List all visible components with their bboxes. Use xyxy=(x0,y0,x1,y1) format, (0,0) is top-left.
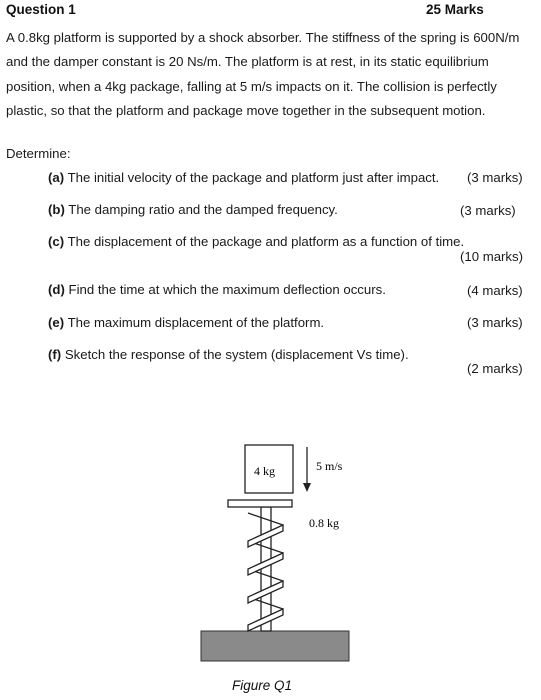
part-e-letter: (e) xyxy=(48,315,65,330)
part-b-letter: (b) xyxy=(48,202,65,217)
part-f-marks: (2 marks) xyxy=(467,361,523,376)
part-d-letter: (d) xyxy=(48,282,65,297)
part-c: (c) The displacement of the package and … xyxy=(48,234,464,249)
package-mass-label: 4 kg xyxy=(254,464,275,478)
part-e: (e) The maximum displacement of the plat… xyxy=(48,315,324,330)
platform xyxy=(227,499,293,508)
part-d: (d) Find the time at which the maximum d… xyxy=(48,282,386,297)
part-c-letter: (c) xyxy=(48,234,65,249)
part-a-letter: (a) xyxy=(48,170,65,185)
part-f: (f) Sketch the response of the system (d… xyxy=(48,347,409,362)
problem-statement: A 0.8kg platform is supported by a shock… xyxy=(6,30,520,118)
part-e-marks: (3 marks) xyxy=(467,315,523,330)
part-b: (b) The damping ratio and the damped fre… xyxy=(48,202,338,217)
part-a-text: The initial velocity of the package and … xyxy=(67,170,440,185)
determine-label: Determine: xyxy=(6,146,71,161)
spring-front-strands xyxy=(247,523,284,633)
part-f-text: Sketch the response of the system (displ… xyxy=(64,347,409,362)
part-b-text: The damping ratio and the damped frequen… xyxy=(68,202,338,217)
part-d-text: Find the time at which the maximum defle… xyxy=(68,282,386,297)
part-a: (a) The initial velocity of the package … xyxy=(48,170,439,185)
platform-mass-label: 0.8 kg xyxy=(309,516,339,530)
figure-caption: Figure Q1 xyxy=(232,678,293,693)
part-c-text: The displacement of the package and plat… xyxy=(67,234,465,249)
part-c-marks: (10 marks) xyxy=(460,249,524,264)
question-title: Question 1 xyxy=(6,2,76,17)
part-a-marks: (3 marks) xyxy=(467,170,523,185)
part-f-letter: (f) xyxy=(48,347,62,362)
ground-block xyxy=(200,630,350,662)
total-marks: 25 Marks xyxy=(426,2,484,17)
package-box xyxy=(244,444,294,494)
part-e-text: The maximum displacement of the platform… xyxy=(67,315,325,330)
velocity-arrowhead xyxy=(303,483,311,492)
part-b-marks: (3 marks) xyxy=(460,203,516,218)
velocity-label: 5 m/s xyxy=(316,459,343,473)
part-d-marks: (4 marks) xyxy=(467,283,523,298)
